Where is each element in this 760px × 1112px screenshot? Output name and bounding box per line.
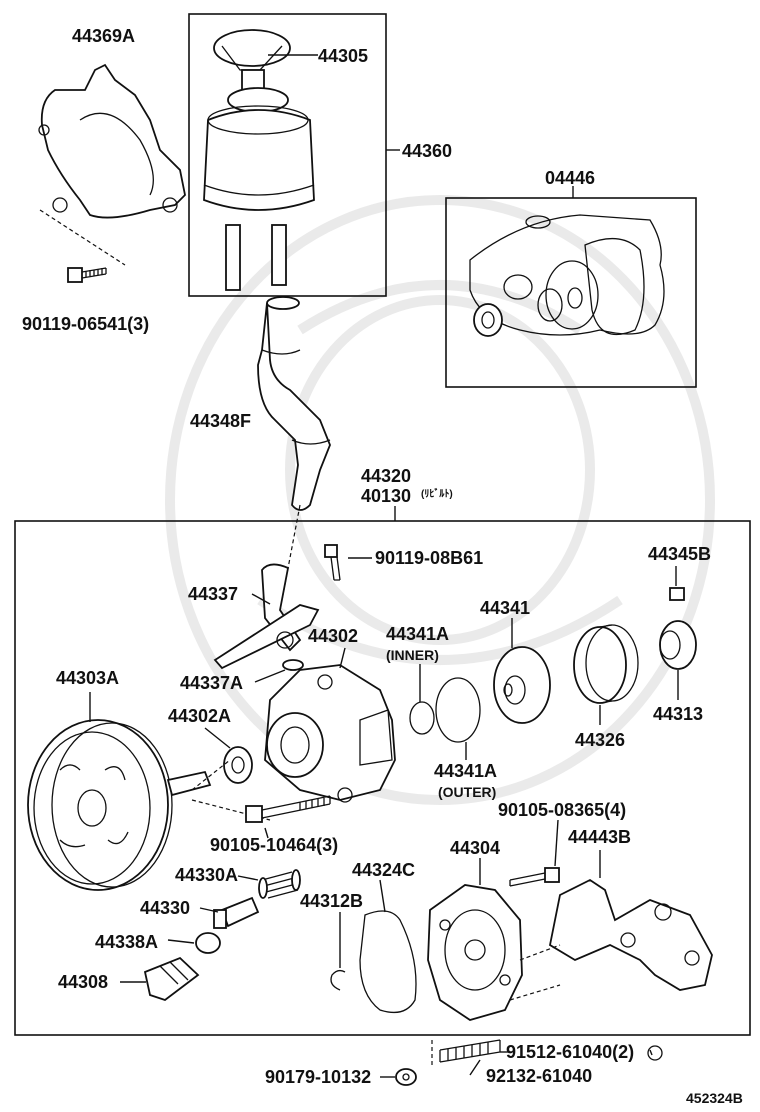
watermark-emblem: [165, 195, 715, 805]
reservoir-box: [188, 13, 387, 297]
label-44337: 44337: [188, 584, 238, 604]
cam-ring-44341: [493, 646, 551, 724]
bolt-90105-08365: [509, 867, 560, 887]
label-40130: 40130: [361, 486, 411, 506]
bolt-90105-10464: [245, 795, 331, 823]
label-44313: 44313: [653, 704, 703, 724]
label-44360: 44360: [402, 141, 452, 161]
bolt-90119-06541: [67, 267, 107, 283]
snap-ring-44312B: [330, 969, 346, 991]
oring-44338A: [195, 932, 221, 954]
cover-44304: [427, 884, 523, 1021]
oring-inner-44341A: [409, 701, 435, 735]
symbol-b-mark: [647, 1045, 663, 1061]
label-90119-06541: 90119-06541(3): [22, 314, 149, 334]
bolt-90119-08B61: [324, 544, 341, 581]
stud-92132-61040: [439, 1039, 501, 1063]
label-04446: 04446: [545, 168, 595, 188]
label-44302A: 44302A: [168, 706, 231, 726]
label-90105-08365: 90105-08365(4): [498, 800, 626, 820]
label-90119-08B61: 90119-08B61: [375, 548, 483, 568]
label-44305: 44305: [318, 46, 368, 66]
pulley-44303A: [27, 719, 212, 891]
ring-44326: [573, 624, 639, 704]
reservoir-44360: [203, 29, 315, 291]
pump-body-44302: [264, 664, 396, 803]
label-44330A: 44330A: [175, 865, 238, 885]
bracket-44443B: [548, 878, 713, 991]
label-90105-10464: 90105-10464(3): [210, 835, 338, 855]
figure-id: 452324B: [686, 1090, 743, 1106]
label-40130-note: (ﾘﾋﾞﾙﾄ): [421, 487, 453, 500]
label-44324C: 44324C: [352, 860, 415, 880]
oring-outer-44341A: [435, 677, 481, 743]
label-44345B: 44345B: [648, 544, 711, 564]
tube-44337: [213, 563, 320, 670]
plug-44308: [143, 956, 200, 1002]
label-44326: 44326: [575, 730, 625, 750]
spring-44330A: [258, 869, 301, 899]
rotor-44313: [659, 620, 697, 670]
label-44320: 44320: [361, 466, 411, 486]
label-44304: 44304: [450, 838, 500, 858]
label-44341A-inner: 44341A: [386, 624, 449, 644]
seal-44302A: [223, 746, 253, 784]
oring-44337A: [282, 659, 304, 671]
pump-assembly-box: [14, 520, 751, 1036]
label-44337A: 44337A: [180, 673, 243, 693]
label-44443B: 44443B: [568, 827, 631, 847]
label-44341: 44341: [480, 598, 530, 618]
valve-44330: [213, 896, 260, 929]
label-outer-note: (OUTER): [438, 784, 496, 800]
label-44338A: 44338A: [95, 932, 158, 952]
label-90179-10132: 90179-10132: [265, 1067, 371, 1087]
label-44303A: 44303A: [56, 668, 119, 688]
gasket-44324C: [359, 910, 417, 1014]
bracket-44369A: [38, 63, 186, 219]
nut-90179-10132: [395, 1068, 417, 1086]
label-44312B: 44312B: [300, 891, 363, 911]
label-44308: 44308: [58, 972, 108, 992]
label-91512-61040: 91512-61040(2): [506, 1042, 634, 1062]
label-92132-61040: 92132-61040: [486, 1066, 592, 1086]
gasket-kit-04446: [469, 214, 665, 337]
label-44341A-outer: 44341A: [434, 761, 497, 781]
label-44369A: 44369A: [72, 26, 135, 46]
label-44348F: 44348F: [190, 411, 251, 431]
hose-44348F: [257, 296, 331, 511]
gasket-kit-box: [445, 197, 697, 388]
label-44330: 44330: [140, 898, 190, 918]
label-inner-note: (INNER): [386, 647, 439, 663]
key-44345B: [669, 587, 685, 601]
label-44302: 44302: [308, 626, 358, 646]
